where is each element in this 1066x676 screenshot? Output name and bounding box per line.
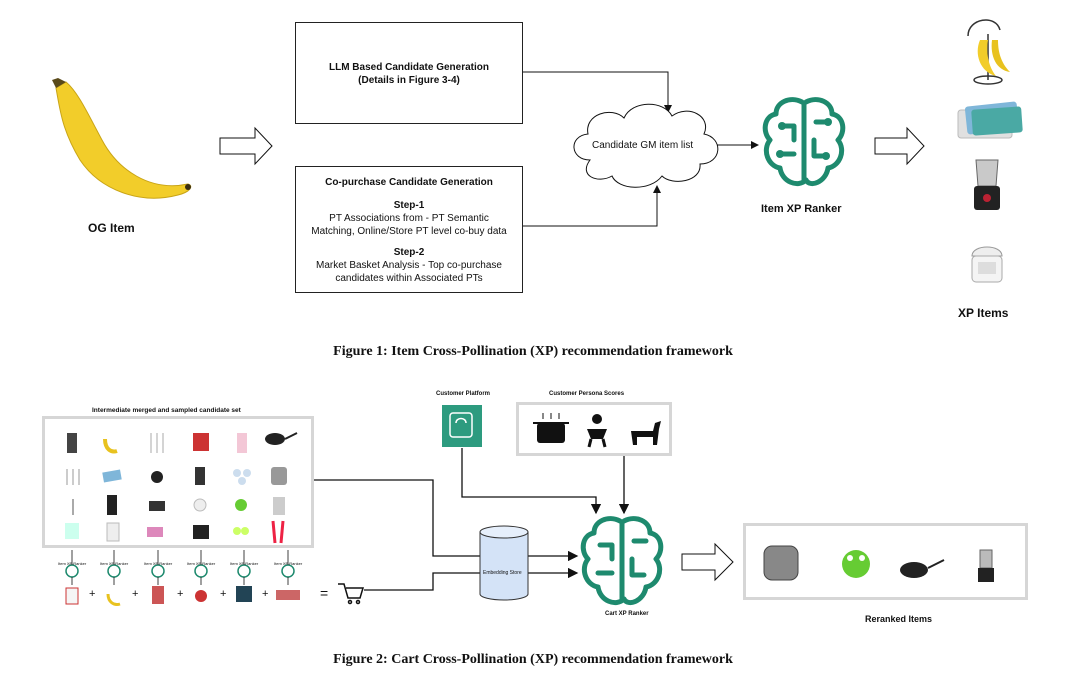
plus-sign-5: + bbox=[262, 588, 269, 600]
og-item-label: OG Item bbox=[88, 221, 135, 235]
llm-to-cloud-arrow bbox=[522, 71, 672, 113]
persona-icons bbox=[533, 413, 661, 448]
embedding-store-label: Embedding Store bbox=[483, 570, 522, 576]
customer-platform-label: Customer Platform bbox=[436, 391, 491, 397]
plus-sign-1: + bbox=[89, 588, 96, 600]
item-xp-small-label-5: Item XP Ranker bbox=[230, 561, 259, 566]
platform-to-ranker-arrow bbox=[461, 448, 602, 515]
plus-sign-4: + bbox=[220, 588, 227, 600]
item-xp-small-label-1: Item XP Ranker bbox=[58, 561, 87, 566]
figure1-caption: Figure 1: Item Cross-Pollination (XP) re… bbox=[333, 344, 733, 359]
llm-box-subtitle: (Details in Figure 3-4) bbox=[358, 75, 460, 86]
xp-items-label: XP Items bbox=[958, 306, 1009, 320]
candidate-items-grid bbox=[65, 432, 298, 544]
baby-icon bbox=[587, 414, 607, 448]
reranked-items-label: Reranked Items bbox=[865, 614, 933, 624]
cutting-boards-image bbox=[957, 101, 1023, 139]
copurchase-title: Co-purchase Candidate Generation bbox=[325, 177, 493, 188]
shopping-cart-icon bbox=[338, 583, 365, 605]
step2-text-2: candidates within Associated PTs bbox=[335, 273, 483, 284]
candidates-to-embedding-line bbox=[314, 479, 480, 557]
cloud-label: Candidate GM item list bbox=[592, 140, 694, 151]
item-xp-small-label-6: Item XP Ranker bbox=[274, 561, 303, 566]
item-xp-ranker-label: Item XP Ranker bbox=[761, 203, 842, 215]
reranked-items-images bbox=[763, 545, 994, 582]
persona-scores-label: Customer Persona Scores bbox=[549, 391, 625, 397]
figure2-caption: Figure 2: Cart Cross-Pollination (XP) re… bbox=[333, 652, 733, 667]
cart-to-embedding-line bbox=[364, 572, 480, 591]
item-xp-small-label-2: Item XP Ranker bbox=[100, 561, 129, 566]
copurchase-candidate-box: Co-purchase Candidate Generation Step-1 … bbox=[295, 166, 523, 293]
plus-sign-3: + bbox=[177, 588, 184, 600]
persona-scores-panel bbox=[516, 402, 672, 456]
banana-hanger-image bbox=[967, 19, 1010, 85]
llm-box-title: LLM Based Candidate Generation bbox=[328, 62, 490, 73]
item-xp-small-label-3: Item XP Ranker bbox=[144, 561, 173, 566]
reranked-items-panel bbox=[743, 523, 1028, 600]
llm-candidate-box: LLM Based Candidate Generation (Details … bbox=[295, 22, 523, 124]
candidate-set-title: Intermediate merged and sampled candidat… bbox=[92, 407, 241, 414]
candidate-set-panel bbox=[42, 416, 314, 548]
step2-title: Step-2 bbox=[393, 247, 425, 258]
customer-platform-icon bbox=[442, 405, 482, 447]
step1-text-2: Matching, Online/Store PT level co-buy d… bbox=[311, 226, 507, 237]
cart-xp-ranker-label: Cart XP Ranker bbox=[605, 611, 649, 617]
copurchase-to-cloud-arrow bbox=[522, 185, 661, 227]
plus-sign-2: + bbox=[132, 588, 139, 600]
step1-title: Step-1 bbox=[393, 200, 425, 211]
step1-text-1: PT Associations from - PT Semantic bbox=[329, 213, 489, 224]
equals-sign: = bbox=[320, 585, 329, 601]
cooking-pot-icon bbox=[533, 413, 569, 443]
item-xp-small-label-4: Item XP Ranker bbox=[187, 561, 216, 566]
step2-text-1: Market Basket Analysis - Top co-purchase bbox=[315, 260, 502, 271]
dog-icon bbox=[631, 421, 661, 445]
juicer-image bbox=[971, 246, 1003, 283]
blender-image bbox=[974, 159, 1000, 210]
